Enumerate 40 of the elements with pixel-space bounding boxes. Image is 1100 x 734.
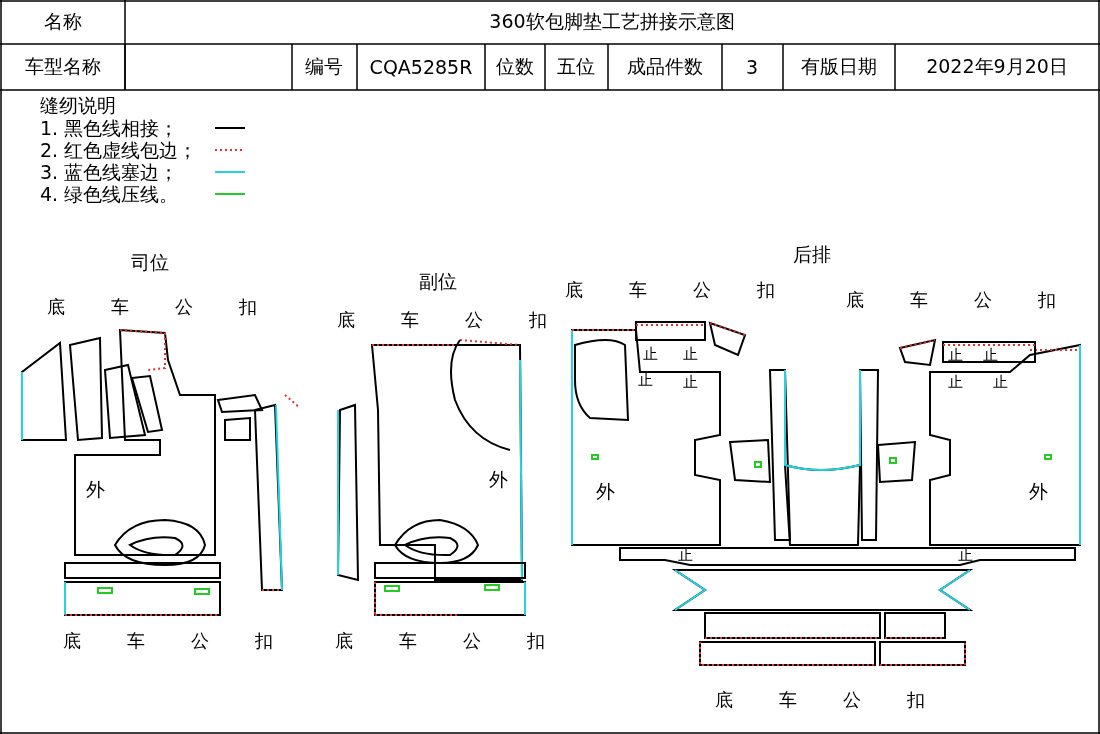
stop-mark: 止 xyxy=(642,344,658,364)
outer-side-mark: 外 xyxy=(488,467,508,492)
edge-note: 底 车 公 扣 xyxy=(846,288,1056,312)
section-heading: 司位 xyxy=(131,250,169,275)
edge-note: 底 车 公 扣 xyxy=(337,308,547,332)
header-field-value: 3 xyxy=(745,56,759,78)
legend-entry: 4. 绿色线压线。 xyxy=(40,183,179,205)
outer-side-mark: 外 xyxy=(85,477,105,502)
stop-mark: 止 xyxy=(677,545,693,565)
section-heading: 后排 xyxy=(793,242,831,267)
header-field-label: 位数 xyxy=(496,54,534,79)
drawing-title: 360软包脚垫工艺拼接示意图 xyxy=(489,9,735,34)
edge-note: 底 车 公 扣 xyxy=(715,688,925,712)
outer-side-mark: 外 xyxy=(1028,479,1048,504)
legend-entry: 3. 蓝色线塞边； xyxy=(40,161,179,183)
header-field-label: 编号 xyxy=(305,54,343,79)
stop-mark: 止 xyxy=(957,545,973,565)
header-field-label: 有版日期 xyxy=(801,54,877,79)
edge-note: 底 车 公 扣 xyxy=(335,629,545,653)
stop-mark: 止 xyxy=(992,372,1008,392)
header-field-value: CQA5285R xyxy=(369,56,473,78)
stop-mark: 止 xyxy=(637,370,653,390)
edge-note: 底 车 公 扣 xyxy=(47,295,257,319)
stop-mark: 止 xyxy=(982,345,998,365)
edge-note: 底 车 公 扣 xyxy=(63,629,273,653)
header-field-value: 2022年9月20日 xyxy=(926,54,1068,79)
header-field-label: 车型名称 xyxy=(25,54,101,79)
stop-mark: 止 xyxy=(682,372,698,392)
header-field-value: 五位 xyxy=(557,54,595,79)
stop-mark: 止 xyxy=(682,344,698,364)
stop-mark: 止 xyxy=(947,345,963,365)
section-heading: 副位 xyxy=(419,269,457,294)
legend-entry: 2. 红色虚线包边； xyxy=(40,139,198,161)
outer-side-mark: 外 xyxy=(595,479,615,504)
header-field-label: 成品件数 xyxy=(627,54,703,79)
stop-mark: 止 xyxy=(947,372,963,392)
legend-entry: 1. 黑色线相接； xyxy=(40,117,179,139)
legend-heading: 缝纫说明 xyxy=(40,94,116,116)
header-field-label: 名称 xyxy=(44,9,82,34)
edge-note: 底 车 公 扣 xyxy=(565,278,775,302)
